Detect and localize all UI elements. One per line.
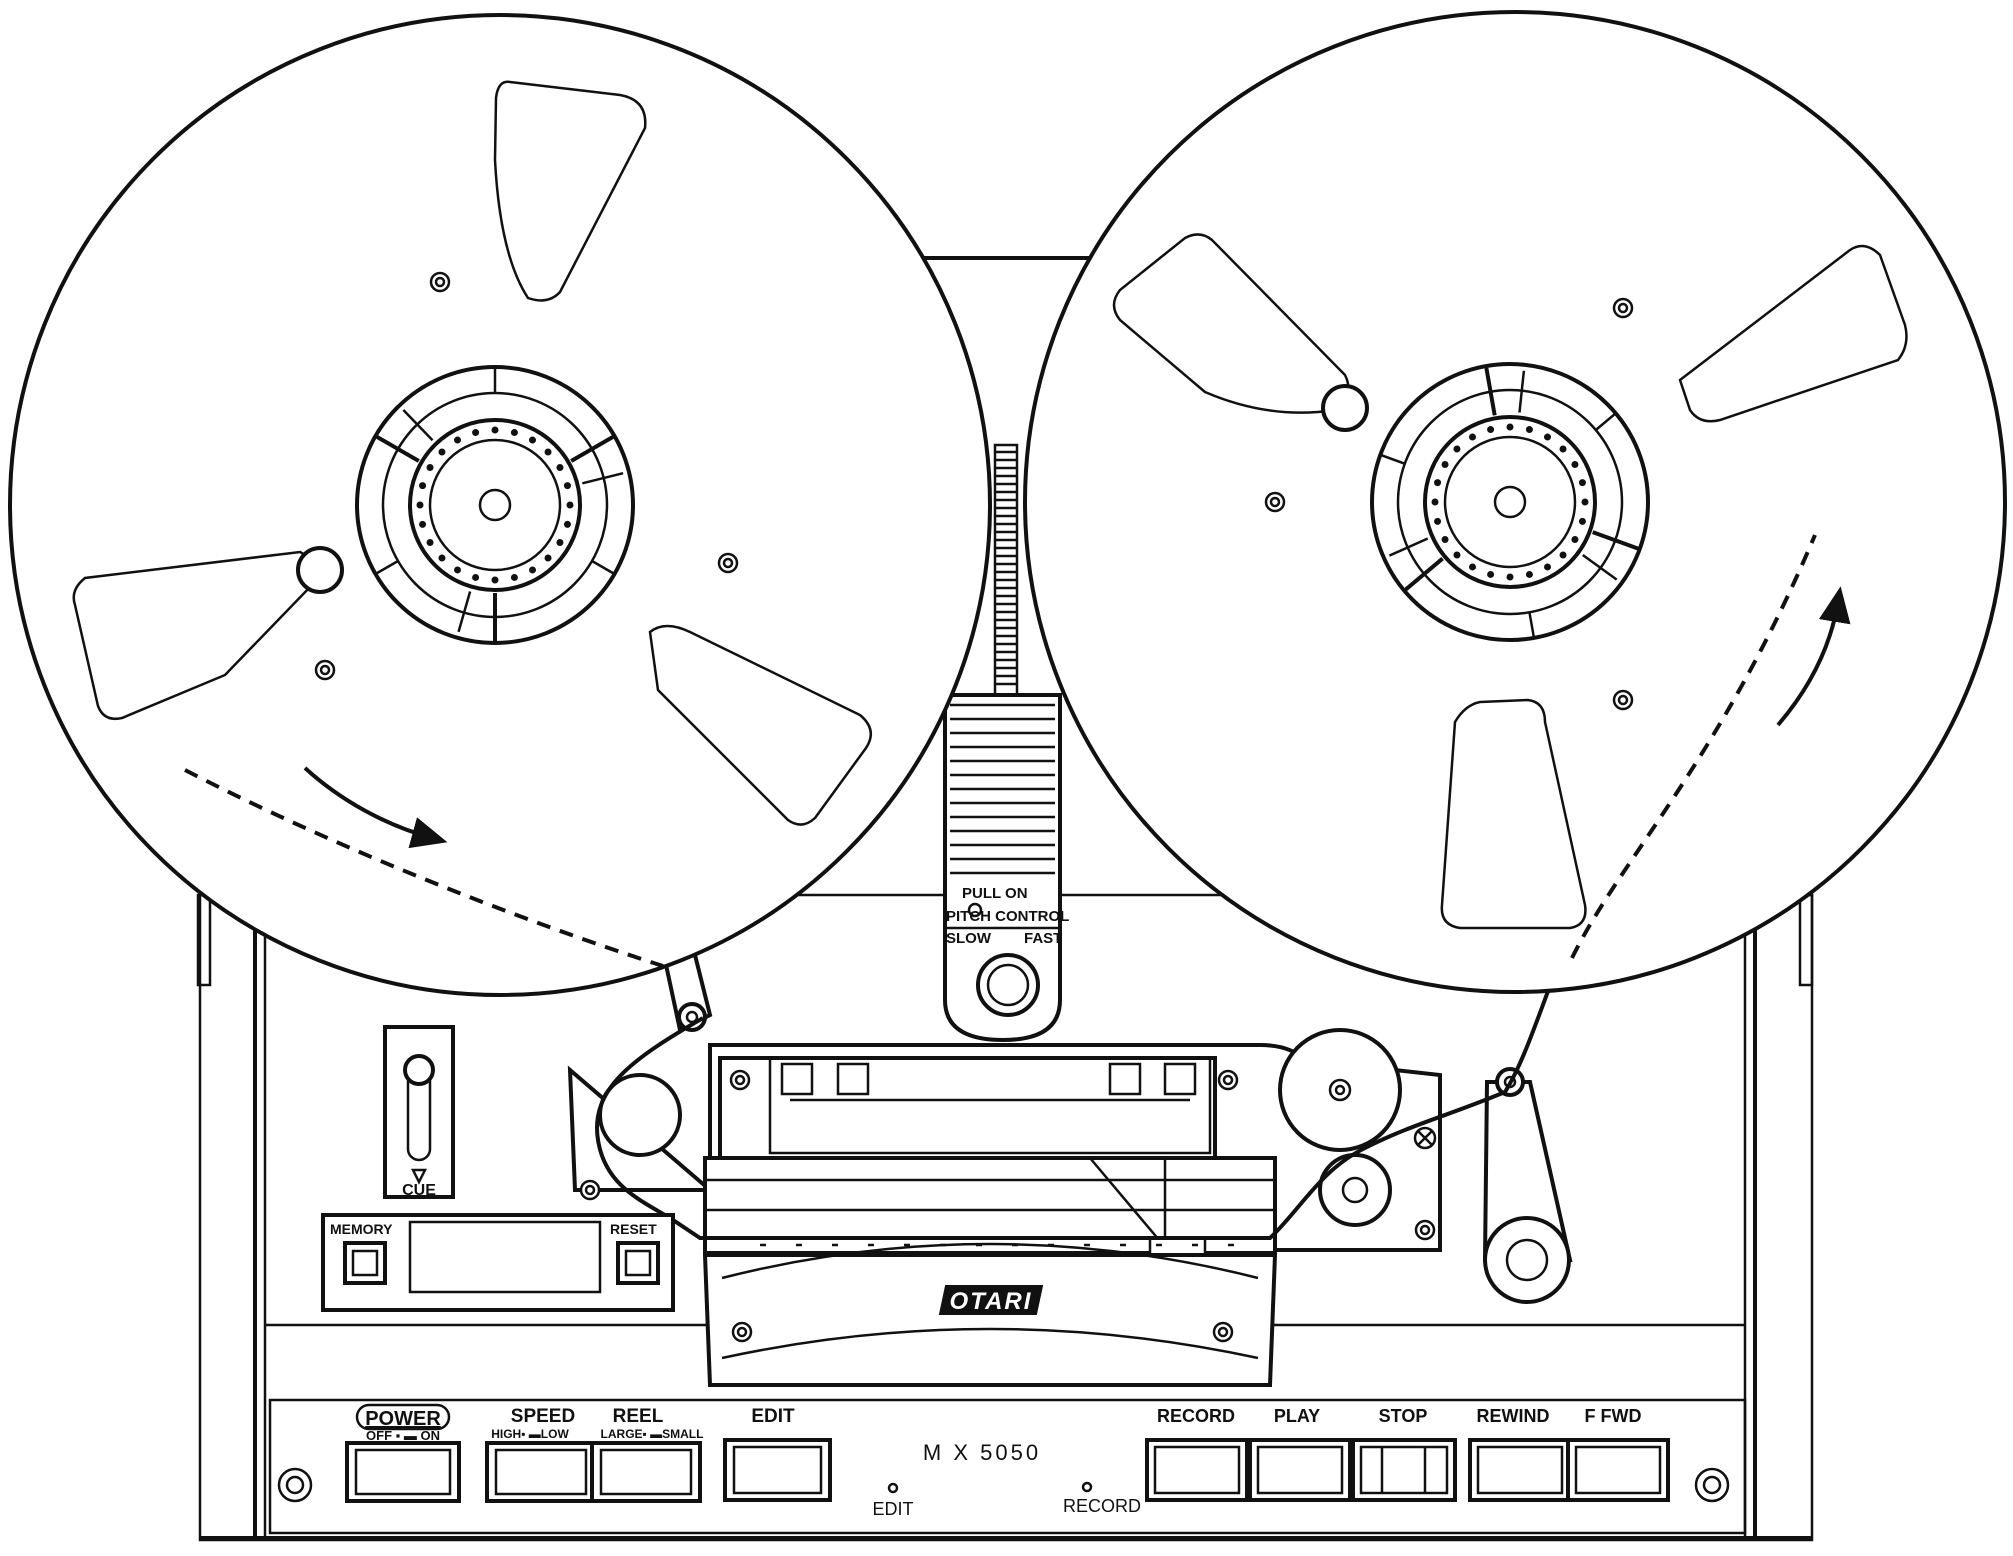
right-reel-window-left <box>1112 233 1350 414</box>
speed-sub-label: HIGH▪ ▬LOW <box>491 1427 569 1441</box>
right-reel-window-right <box>1678 244 1908 423</box>
right-reel-window-bottom <box>1440 698 1587 930</box>
memory-label: MEMORY <box>330 1221 393 1237</box>
head-cover: OTARI <box>702 1242 1278 1387</box>
tape-path <box>595 959 1562 1240</box>
ffwd-button[interactable] <box>1566 1438 1670 1502</box>
reel-button[interactable] <box>590 1441 702 1503</box>
cue-label: CUE <box>402 1182 436 1199</box>
power-sub-label: OFF ▪ ▬ ON <box>366 1428 440 1443</box>
ffwd-label: F FWD <box>1585 1406 1642 1426</box>
left-reel[interactable] <box>8 13 992 997</box>
edit-indicator-lamp <box>887 1482 899 1494</box>
speed-button[interactable] <box>485 1441 597 1503</box>
rewind-label: REWIND <box>1477 1406 1550 1426</box>
reset-button[interactable] <box>616 1241 660 1285</box>
left-reel-window-bottom <box>648 624 873 826</box>
right-reel[interactable] <box>1023 10 2007 994</box>
record-indicator-label: RECORD <box>1063 1496 1141 1516</box>
stop-button[interactable] <box>1351 1438 1457 1502</box>
power-button[interactable] <box>345 1441 461 1503</box>
stop-label: STOP <box>1379 1406 1428 1426</box>
reel-sub-label: LARGE▪ ▬SMALL <box>601 1427 704 1441</box>
rewind-button[interactable] <box>1468 1438 1572 1502</box>
left-tension-arm <box>662 952 713 1033</box>
reset-label: RESET <box>610 1221 657 1237</box>
control-strip: POWER OFF ▪ ▬ ON SPEED HIGH▪ ▬LOW REEL L… <box>268 1398 1747 1535</box>
capstan-assembly <box>1278 1028 1437 1241</box>
left-reel-window-top <box>493 80 647 302</box>
edit-button[interactable] <box>723 1438 832 1502</box>
svg-text:OTARI: OTARI <box>950 1288 1033 1315</box>
record-indicator-lamp <box>1081 1481 1093 1493</box>
edit-label: EDIT <box>751 1406 795 1427</box>
play-button[interactable] <box>1248 1438 1352 1502</box>
pitch-control-label: PITCH CONTROL <box>946 908 1069 925</box>
edit-indicator-label: EDIT <box>872 1499 913 1519</box>
left-rotation-arrow <box>303 766 448 849</box>
model-label: M X 5050 <box>923 1440 1041 1465</box>
play-label: PLAY <box>1274 1406 1320 1426</box>
pitch-fast-label: FAST <box>1024 930 1062 947</box>
speed-label: SPEED <box>511 1406 575 1427</box>
pitch-control[interactable]: PULL ON PITCH CONTROL SLOW FAST <box>943 443 1069 1043</box>
pitch-slow-label: SLOW <box>946 930 992 947</box>
memory-button[interactable] <box>343 1241 387 1285</box>
record-button[interactable] <box>1145 1438 1249 1502</box>
cue-lever[interactable]: CUE <box>383 1025 455 1199</box>
power-label: POWER <box>365 1408 441 1430</box>
otari-logo: OTARI <box>938 1285 1044 1315</box>
reel-label: REEL <box>613 1406 664 1427</box>
tape-counter: MEMORY RESET <box>321 1213 675 1312</box>
right-rotation-arrow <box>1776 586 1851 727</box>
counter-display <box>408 1220 602 1294</box>
right-dashed-tape-path <box>1570 534 1817 959</box>
record-label: RECORD <box>1157 1406 1235 1426</box>
right-tension-arm <box>1482 1067 1573 1304</box>
pitch-pull-on-label: PULL ON <box>962 885 1028 902</box>
left-dashed-tape-path <box>184 768 664 968</box>
